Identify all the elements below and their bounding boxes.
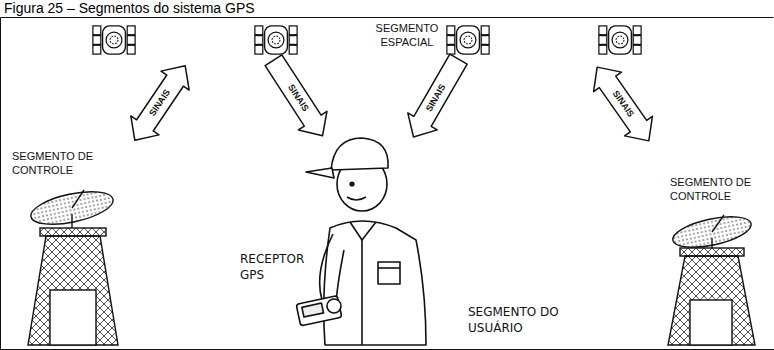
segment-label: SEGMENTO DE CONTROLE — [12, 150, 102, 178]
receiver-label: RECEPTOR GPS — [240, 252, 320, 283]
segment-label: SEGMENTO DO USUÁRIO — [468, 305, 583, 336]
frame — [0, 18, 774, 350]
figure-title: Figura 25 – Segmentos do sistema GPS — [4, 0, 255, 16]
control-tower-left — [28, 186, 118, 345]
control-tower-right — [668, 211, 755, 345]
segment-label: SEGMENTO DE CONTROLE — [670, 176, 768, 204]
signal-arrows — [121, 51, 663, 151]
segment-label: SEGMENTO ESPACIAL — [372, 22, 442, 50]
user-figure — [296, 138, 426, 345]
satellites — [93, 26, 641, 54]
